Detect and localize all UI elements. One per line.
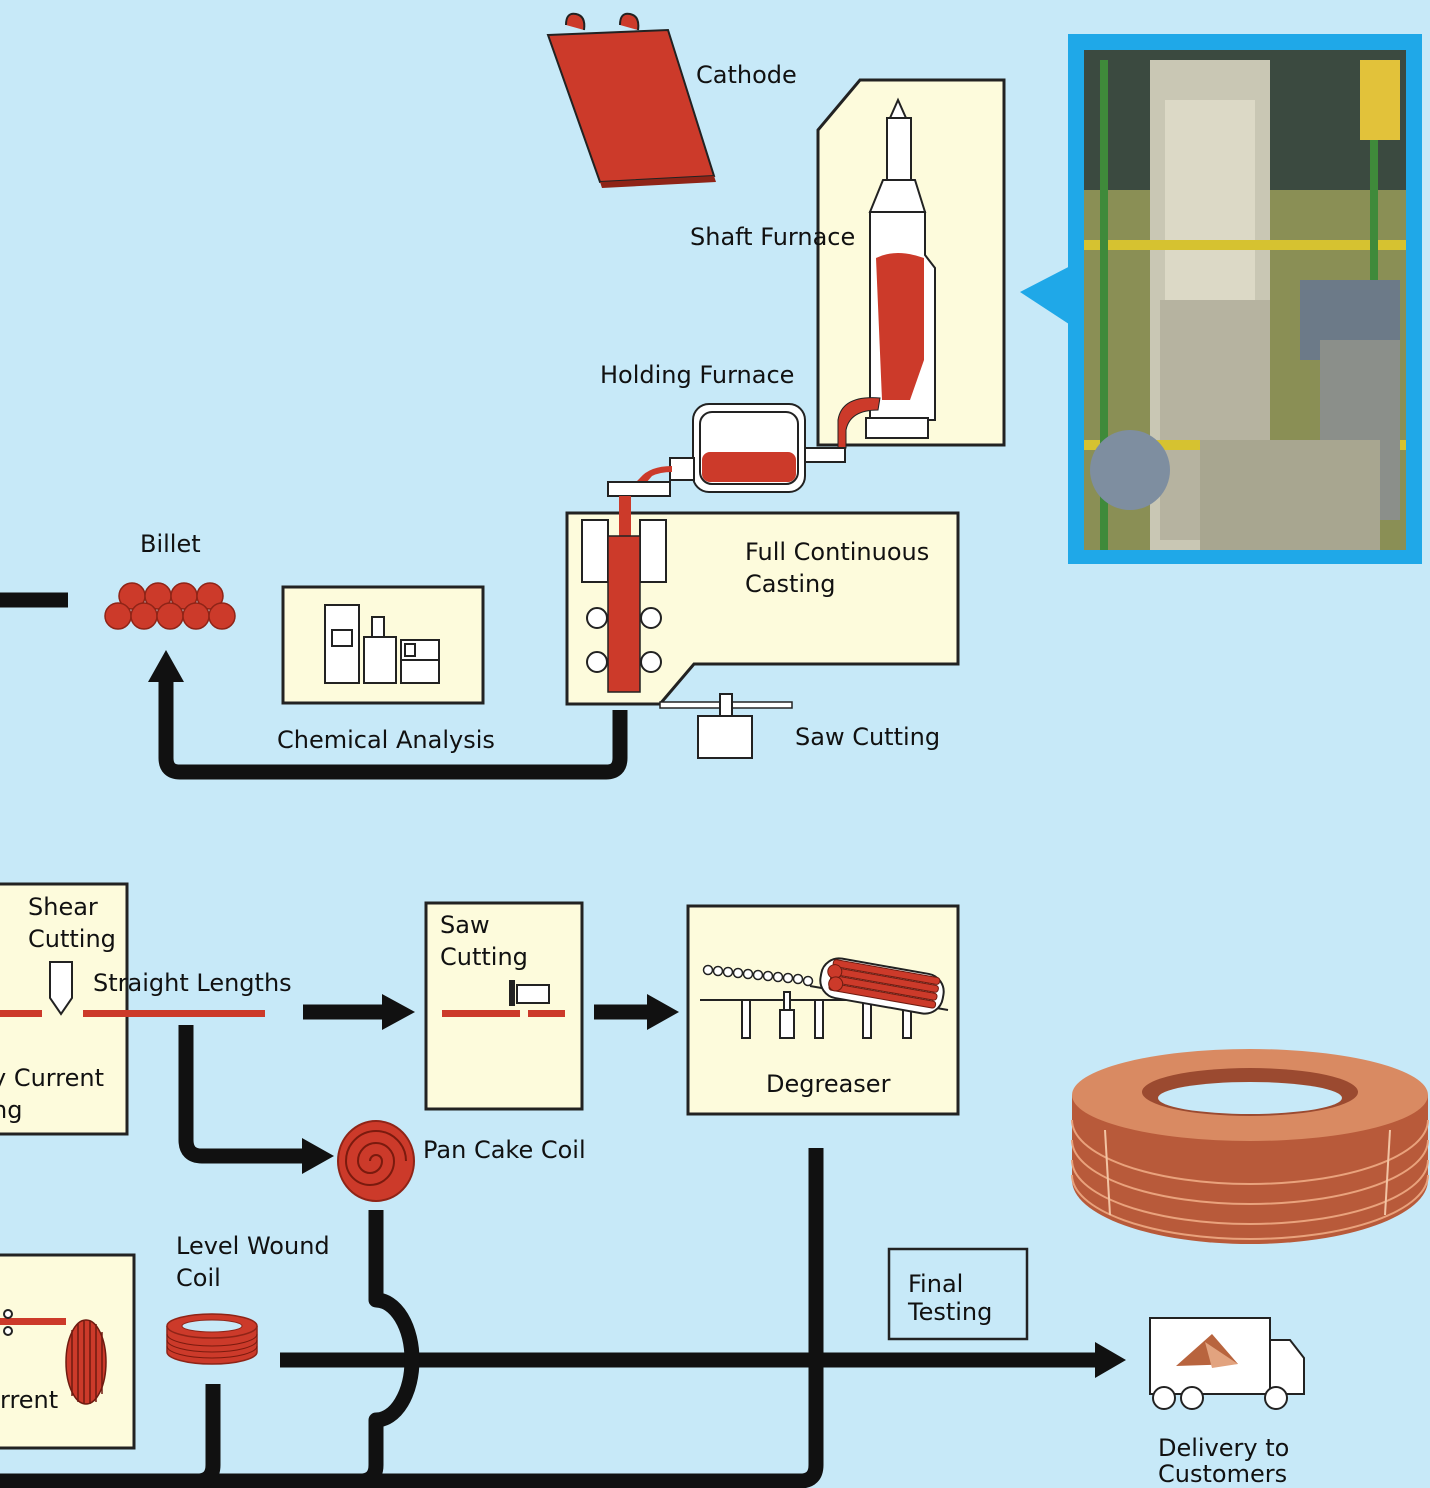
arrow-to-pancake (302, 1138, 334, 1174)
label-saw-cutting-box-1: Saw (440, 911, 490, 939)
photo-pointer (1020, 262, 1078, 330)
label-billet: Billet (140, 530, 201, 558)
flow-casting-to-billet (158, 678, 628, 780)
shear-blade-icon (49, 961, 73, 1016)
label-final-testing-2: Testing (907, 1298, 992, 1326)
flow-to-pancake (178, 1025, 305, 1164)
cathode-icon (546, 12, 716, 188)
arrow-up-billet (148, 650, 184, 682)
label-shear-1: Shear (28, 893, 98, 921)
arrow-to-delivery (1095, 1342, 1126, 1378)
pan-cake-coil-icon (337, 1120, 415, 1202)
rod-segment-left (0, 1010, 42, 1017)
saw-icon-top (659, 693, 793, 759)
label-eddy-1: y Current (0, 1064, 104, 1092)
label-cathode: Cathode (696, 61, 797, 89)
shear-cutting-panel (0, 882, 129, 1136)
saw-cutting-panel (424, 901, 584, 1111)
label-shear-2: Cutting (28, 925, 116, 953)
flow-lines (0, 592, 1126, 1488)
label-chemical-analysis: Chemical Analysis (277, 726, 495, 754)
label-degreaser: Degreaser (766, 1070, 891, 1098)
label-shaft-furnace: Shaft Furnace (690, 223, 855, 251)
label-saw-cutting-box-2: Cutting (440, 943, 528, 971)
label-level-wound-2: Coil (176, 1264, 221, 1292)
label-eddy-2: ng (0, 1096, 22, 1124)
label-full-continuous-2: Casting (745, 570, 836, 598)
degreaser-tank-icon (700, 957, 949, 1039)
label-saw-cutting-top: Saw Cutting (795, 723, 940, 751)
furnace-photo (1084, 50, 1406, 550)
label-full-continuous-1: Full Continuous (745, 538, 929, 566)
label-level-wound-1: Level Wound (176, 1232, 330, 1260)
saw-icon-box (442, 980, 565, 1017)
flow-degreaser-down (360, 1148, 824, 1488)
billet-stack-icon (104, 582, 236, 630)
final-testing-box (887, 1247, 1029, 1341)
flow-levelwound-down (196, 1384, 221, 1488)
rod-segment-straight (83, 1010, 265, 1017)
copper-coil-photo (1071, 1049, 1429, 1244)
label-straight-lengths: Straight Lengths (93, 969, 292, 997)
casting-machine-icon (581, 496, 667, 693)
label-pan-cake-coil: Pan Cake Coil (423, 1136, 586, 1164)
launder-shaft-to-holding (837, 397, 881, 449)
holding-furnace-icon (607, 403, 846, 497)
shaft-furnace-icon (865, 97, 936, 439)
analysis-equipment-icon (324, 604, 440, 684)
label-delivery-1: Delivery to (1158, 1434, 1289, 1462)
arrow-to-degreaser (647, 994, 679, 1030)
label-rrent: rrent (0, 1386, 58, 1414)
coiler-icon (0, 1309, 107, 1405)
delivery-truck-icon (1149, 1317, 1305, 1410)
level-wound-coil-icon (166, 1313, 258, 1365)
label-holding-furnace: Holding Furnace (600, 361, 794, 389)
flow-pancake-down (0, 1210, 420, 1488)
arrow-to-saw (382, 994, 415, 1030)
label-delivery-2: Customers (1158, 1460, 1287, 1488)
label-final-testing-1: Final (908, 1270, 963, 1298)
